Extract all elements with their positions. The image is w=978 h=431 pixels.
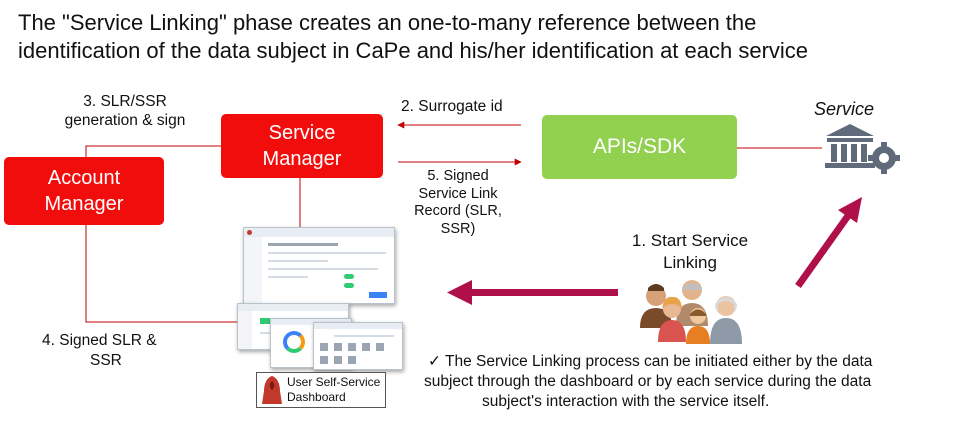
service-manager-box: Service Manager	[221, 114, 383, 178]
service-manager-line-2: Manager	[262, 148, 342, 170]
account-manager-line-2: Manager	[44, 193, 124, 215]
slide-title: The "Service Linking" phase creates an o…	[18, 9, 968, 65]
step4-label: 4. Signed SLR & SSR	[42, 332, 157, 369]
note-line-1: ✓ The Service Linking process can be ini…	[428, 353, 873, 370]
apis-sdk-box: APIs/SDK	[542, 115, 737, 179]
account-manager-line-1: Account	[47, 167, 121, 189]
bank-gear-icon	[825, 124, 900, 174]
note-line-3: subject's interaction with the service i…	[482, 393, 770, 410]
connector-account-to-dashboard	[85, 222, 243, 323]
note-line-2: subject through the dashboard or by each…	[424, 373, 872, 390]
user-group-icon	[640, 280, 742, 344]
dashboard-caption-line-2: Dashboard	[287, 390, 346, 404]
step2-label: 2. Surrogate id	[401, 98, 503, 115]
title-line-1: The "Service Linking" phase creates an o…	[18, 10, 757, 35]
service-manager-line-1: Service	[268, 122, 336, 144]
title-line-2: identification of the data subject in Ca…	[18, 38, 809, 63]
apis-sdk-label: APIs/SDK	[592, 135, 687, 158]
dashboard-caption-line-1: User Self-Service	[287, 375, 381, 389]
step1-label: 1. Start Service Linking	[631, 231, 749, 272]
account-manager-box: Account Manager	[4, 157, 164, 225]
service-label: Service	[814, 99, 875, 119]
connector-account-to-service-manager	[85, 145, 221, 160]
big-arrow-to-service	[795, 197, 862, 289]
red-hood-logo-icon	[262, 376, 282, 404]
note-text: ✓ The Service Linking process can be ini…	[424, 352, 974, 412]
step5-label: 5. Signed Service Link Record (SLR, SSR)	[414, 168, 502, 237]
dashboard-caption: User Self-Service Dashboard	[256, 372, 386, 408]
step3-label: 3. SLR/SSR generation & sign	[64, 93, 186, 129]
dashboard-screenshot-grid	[313, 322, 403, 370]
dashboard-screenshot-main	[243, 227, 395, 304]
big-arrow-to-dashboard	[447, 280, 618, 305]
